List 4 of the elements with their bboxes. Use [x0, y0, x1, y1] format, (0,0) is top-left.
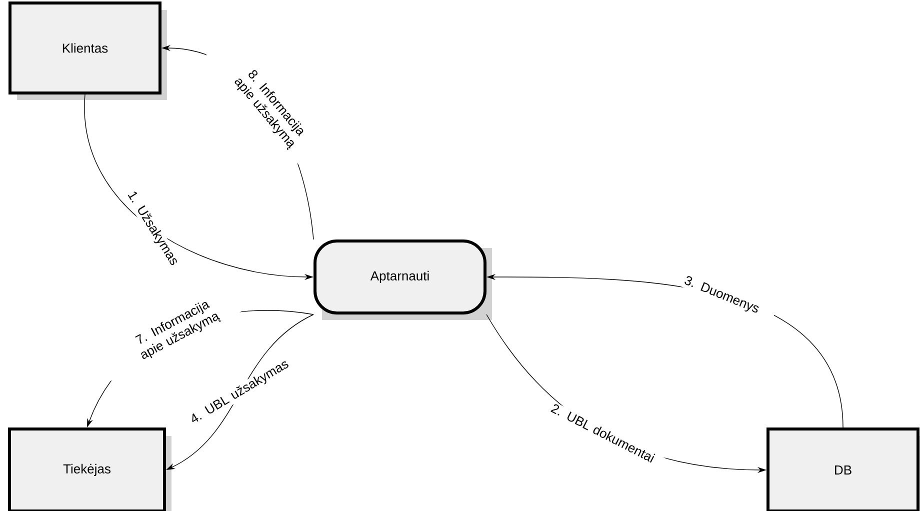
entity-box: Tiekėjas — [8, 428, 172, 511]
entity-box: DB — [766, 428, 920, 511]
entity-box: Klientas — [8, 2, 167, 100]
process-box: Aptarnauti — [314, 240, 492, 320]
